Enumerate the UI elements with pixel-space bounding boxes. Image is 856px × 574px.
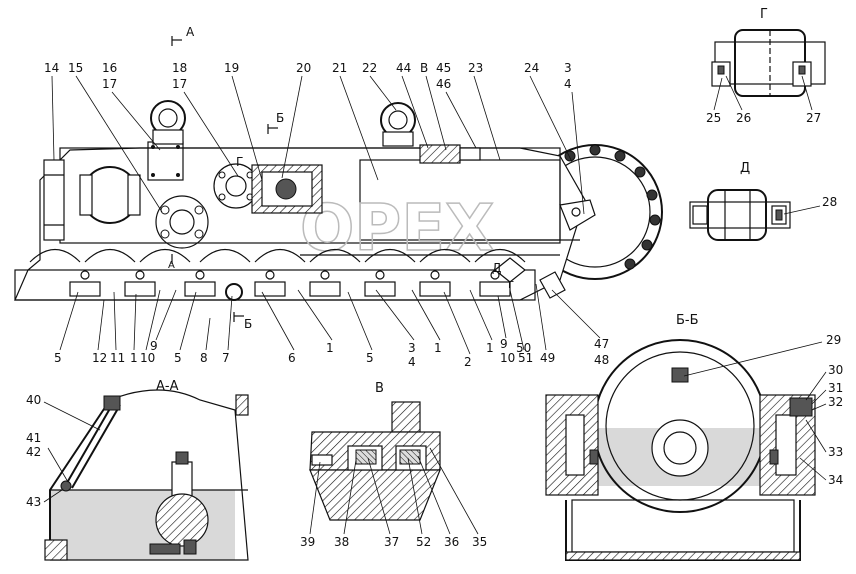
callout-label: 10 (140, 351, 155, 365)
callout-label: 11 (110, 351, 125, 365)
callout-label: 48 (594, 353, 609, 367)
callout-label: 5 (174, 351, 182, 365)
callout-label: В (420, 61, 428, 75)
callout-label: 19 (224, 61, 239, 75)
view-v: В 39 38 37 52 36 35 (300, 381, 487, 549)
callout-label: 5 (54, 351, 62, 365)
callout-label: 25 (706, 111, 721, 125)
callout-label: Б (276, 111, 284, 125)
callout-label: 3 (408, 341, 416, 355)
bottom-leaders (59, 283, 601, 355)
callout-label: 1 (486, 341, 494, 355)
carrier-roller-2 (380, 102, 416, 147)
callout-label: 12 (92, 351, 107, 365)
section-bb: Б-Б 29 30 31 32 33 34 (545, 313, 843, 561)
callout-label: 49 (540, 351, 555, 365)
callout-label: 51 (518, 351, 533, 365)
callout-label: 9 (500, 337, 508, 351)
cut-line-b-b: Б Б (233, 111, 284, 331)
callout-label: 16 (102, 61, 117, 75)
carrier-roller-1 (150, 100, 186, 145)
callout-label: А (168, 260, 175, 271)
callout-label: 42 (26, 445, 41, 459)
callout-label: 5 (366, 351, 374, 365)
callout-label: 32 (828, 395, 843, 409)
callout-label: 1 (130, 351, 138, 365)
callout-label: Г (760, 7, 768, 22)
callout-label: Д (740, 161, 750, 176)
top-leaders (51, 75, 585, 215)
callout-label: 10 (500, 351, 515, 365)
callout-label: 40 (26, 393, 41, 407)
callout-label: 29 (826, 333, 841, 347)
callout-label: 6 (288, 351, 296, 365)
top-callouts: 14 15 16 17 18 17 19 20 21 22 44 В 45 46… (44, 61, 572, 91)
callout-label: 39 (300, 535, 315, 549)
callout-label: 23 (468, 61, 483, 75)
bottom-callouts: 5 12 11 1 10 9 5 8 7 6 1 5 3 4 1 2 1 9 1… (54, 337, 609, 369)
callout-label: 15 (68, 61, 83, 75)
callout-label: 24 (524, 61, 539, 75)
callout-label: 47 (594, 337, 609, 351)
callout-label: 7 (222, 351, 230, 365)
callout-label: 35 (472, 535, 487, 549)
view-d-mark: Д (492, 261, 501, 275)
track-rollers (29, 248, 526, 263)
callout-label: 22 (362, 61, 377, 75)
cut-line-a-a: А А (168, 25, 195, 271)
callout-label: 2 (464, 355, 472, 369)
callout-label: 37 (384, 535, 399, 549)
callout-label: В (375, 381, 384, 396)
callout-label: 1 (326, 341, 334, 355)
callout-label: 43 (26, 495, 41, 509)
callout-label: 8 (200, 351, 208, 365)
view-d: Д 28 (689, 161, 837, 241)
callout-label: 46 (436, 77, 451, 91)
view-g2-mark: Г (508, 280, 514, 291)
end-plate (43, 159, 65, 241)
callout-label: 41 (26, 431, 41, 445)
callout-label: 21 (332, 61, 347, 75)
callout-label: 38 (334, 535, 349, 549)
callout-label: 4 (564, 77, 572, 91)
callout-label: Б-Б (676, 313, 699, 328)
view-g: Г 25 26 27 (706, 7, 826, 125)
callout-label: 18 (172, 61, 187, 75)
callout-label: 1 (434, 341, 442, 355)
callout-label: 30 (828, 363, 843, 377)
callout-label: 28 (822, 195, 837, 209)
callout-label: 45 (436, 61, 451, 75)
callout-label: 31 (828, 381, 843, 395)
callout-label: 44 (396, 61, 411, 75)
callout-label: 14 (44, 61, 59, 75)
section-aa: А-А 40 41 42 43 (26, 379, 249, 561)
callout-label: А (186, 25, 195, 39)
callout-label: 36 (444, 535, 459, 549)
watermark: OPEX (300, 192, 494, 266)
callout-label: 26 (736, 111, 751, 125)
callout-label: 27 (806, 111, 821, 125)
callout-label: 3 (564, 61, 572, 75)
main-view: OPEX (14, 25, 663, 369)
callout-label: 52 (416, 535, 431, 549)
callout-label: Б (244, 317, 252, 331)
callout-label: 33 (828, 445, 843, 459)
view-g-mark: Г (236, 155, 243, 169)
callout-label: 4 (408, 355, 416, 369)
callout-label: 20 (296, 61, 311, 75)
callout-label: 17 (102, 77, 117, 91)
callout-label: 9 (150, 339, 158, 353)
idler-wheel (527, 144, 663, 280)
callout-label: 17 (172, 77, 187, 91)
callout-label: 34 (828, 473, 843, 487)
